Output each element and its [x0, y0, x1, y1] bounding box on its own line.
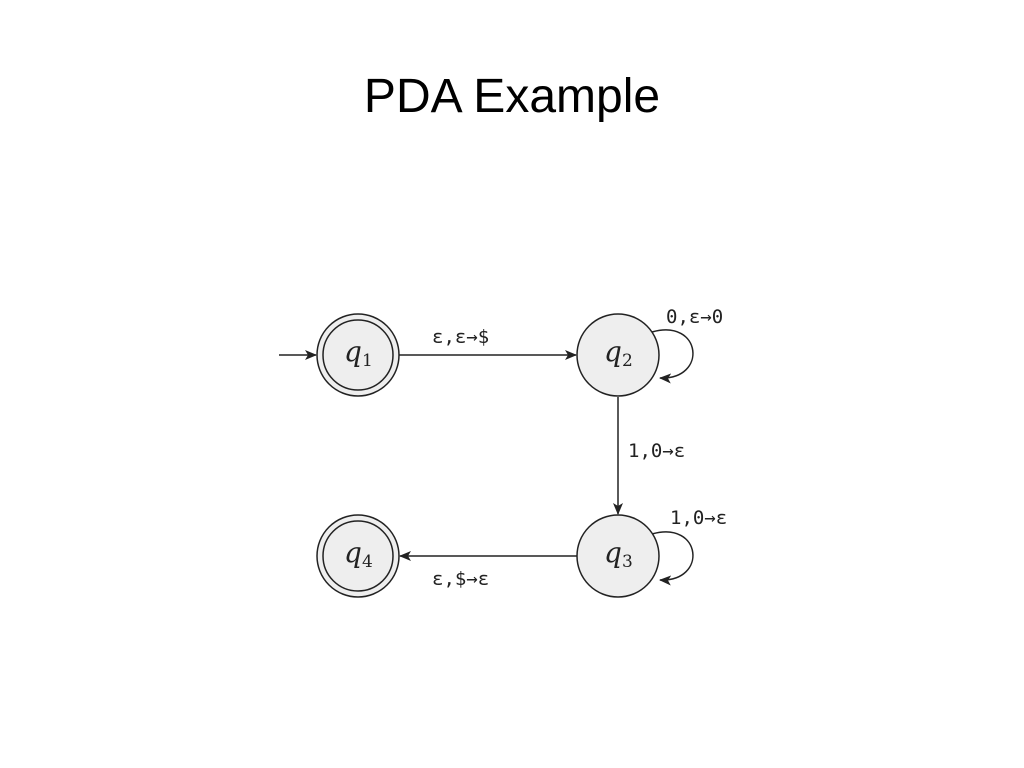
- edge-label-q3-q3: 1,0→ε: [670, 507, 727, 529]
- state-q2-ring: [576, 313, 660, 397]
- state-q1-label: q1: [344, 335, 373, 371]
- state-q1-inner-ring: [322, 319, 394, 391]
- state-q2-label: q2: [604, 335, 633, 371]
- state-q4: q4: [316, 514, 400, 598]
- state-q4-label: q4: [344, 536, 373, 572]
- edge-label-q2-q2: 0,ε→0: [666, 306, 723, 328]
- state-q3-ring: [576, 514, 660, 598]
- state-q4-inner-ring: [322, 520, 394, 592]
- edge-label-q1-q2: ε,ε→$: [432, 326, 489, 348]
- state-q2: q2: [576, 313, 660, 397]
- self-loop-q3: [651, 531, 694, 586]
- slide-title: PDA Example: [363, 70, 661, 123]
- state-q1: q1: [316, 313, 400, 397]
- self-loop-q2: [651, 329, 694, 384]
- state-q3: q3: [576, 514, 660, 598]
- state-q3-label: q3: [604, 536, 633, 572]
- edge-label-q3-q4: ε,$→ε: [432, 568, 489, 590]
- edge-label-q2-q3: 1,0→ε: [628, 440, 685, 462]
